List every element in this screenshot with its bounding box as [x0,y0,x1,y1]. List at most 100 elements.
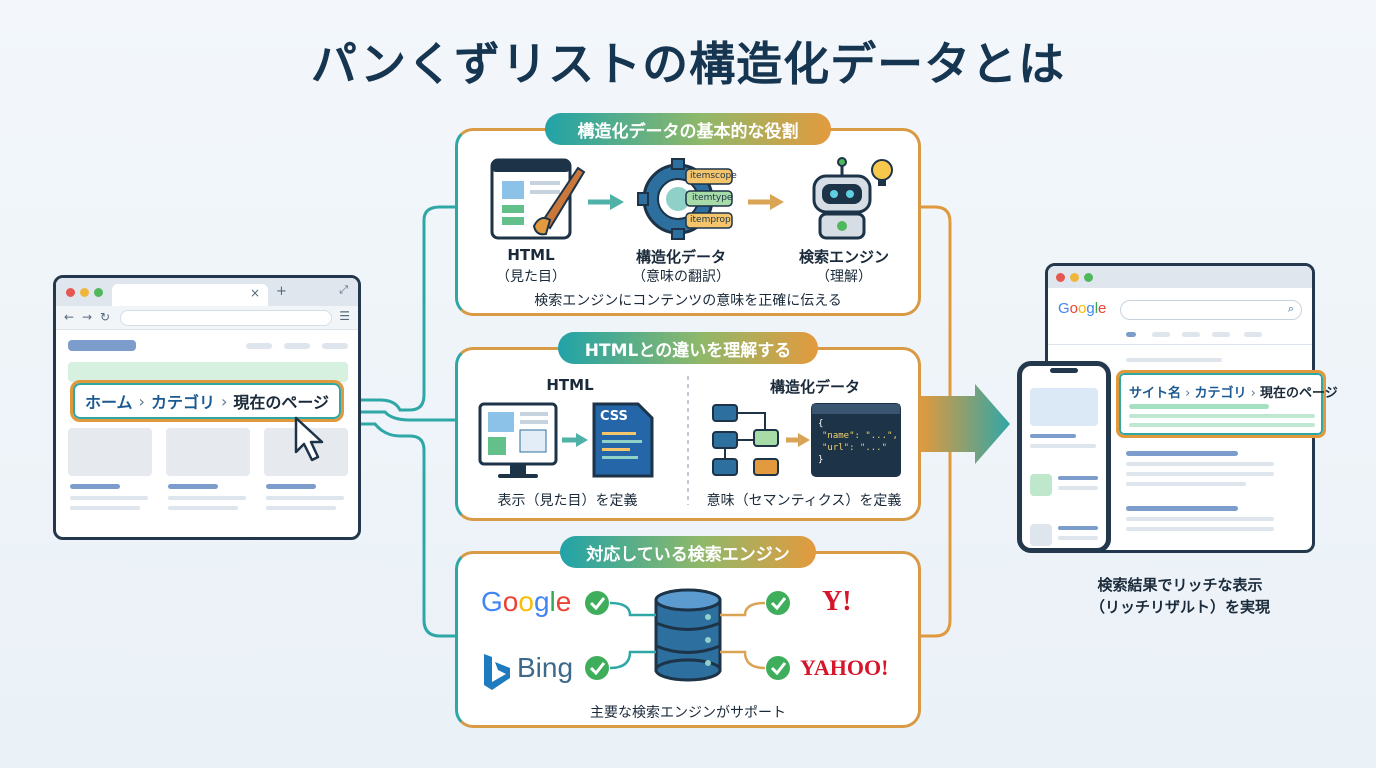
browser-tabbar: × + ⤢ [56,278,358,306]
breadcrumb-home[interactable]: ホーム [85,393,133,412]
engines-note: 主要な検索エンジンがサポート [590,705,786,721]
url-field[interactable] [120,310,332,326]
step-engine-label: 検索エンジン [798,248,889,266]
tab-bar [1152,332,1170,337]
smartphone [1017,361,1111,553]
browser-tab[interactable]: × [112,284,268,306]
yahoo-japan-logo: Y! [822,586,852,617]
result-titlebar [1048,266,1312,288]
breadcrumb-category[interactable]: カテゴリ [150,393,215,412]
robot-icon [812,157,872,240]
tab-bar [1182,332,1200,337]
card-text-2b [168,506,238,510]
result-text [1126,472,1274,476]
card-title-2 [168,484,218,489]
result-title [1126,506,1238,511]
caption-line-2: （リッチリザルト）を実現 [1089,598,1270,616]
tag-itemscope: itemscope [690,171,737,181]
result-text [1126,517,1274,521]
breadcrumb-separator: › [220,391,228,411]
card-text-3 [266,496,344,500]
card-text-1b [70,506,140,510]
html-page-icon [490,158,586,240]
right-arrow-icon [562,433,588,447]
role-heading: 構造化データの基本的な役割 [545,113,831,145]
step-html-sub: （見た目） [496,269,566,285]
close-dot-icon [1056,273,1065,282]
breadcrumb: ホーム › カテゴリ › 現在のページ [70,380,344,422]
close-dot-icon [66,288,75,297]
css-label: CSS [600,409,628,424]
rich-result-text [1129,414,1315,418]
menu-icon[interactable]: ☰ [339,309,350,323]
code-line: } [818,455,824,465]
css-file-icon [592,402,654,478]
forward-arrow-icon[interactable]: → [82,310,93,324]
rich-breadcrumb-category[interactable]: カテゴリ [1194,386,1247,401]
connector-to-engines [344,422,455,638]
new-tab-icon[interactable]: + [276,284,287,299]
phone-thumb [1030,524,1052,546]
close-tab-icon[interactable]: × [249,286,260,300]
nav-bar-3 [322,343,348,349]
connector-to-role [344,205,455,412]
rich-breadcrumb-site[interactable]: サイト名 [1129,386,1182,401]
phone-text [1058,536,1098,540]
reload-icon[interactable]: ↻ [100,310,111,324]
back-arrow-icon[interactable]: ← [64,310,75,324]
check-icon [766,656,790,680]
search-field[interactable]: ⌕ [1120,300,1302,320]
check-icon [585,656,609,680]
phone-title [1058,526,1098,530]
google-logo: Google [481,586,572,617]
card-title-1 [70,484,120,489]
phone-title [1058,476,1098,480]
rich-result-breadcrumb: サイト名 › カテゴリ › 現在のページ [1116,370,1338,438]
lightbulb-icon [871,159,893,186]
itemprop-tag [685,212,733,229]
structured-column-title: 構造化データ [769,378,860,396]
result-text [1126,462,1274,466]
bing-logo-icon [484,654,510,690]
hero-strip [68,362,348,382]
tab-bar [1244,332,1262,337]
page-logo-bar [68,340,136,351]
html-note: 表示（見た目）を定義 [497,493,638,509]
card-image-1 [68,428,152,476]
card-text-3b [266,506,336,510]
card-text-1 [70,496,148,500]
page-title: パンくずリストの構造化データとは [310,37,1066,91]
difference-heading: HTMLとの違いを理解する [558,332,818,364]
step-html-label: HTML [507,246,555,264]
address-bar-row: ← → ↻ ☰ [56,306,358,330]
code-line: "url": "..." [822,443,888,453]
divider [1048,344,1312,345]
phone-hero [1030,388,1098,426]
card-title-3 [266,484,316,489]
rich-breadcrumb-line: サイト名 › カテゴリ › 現在のページ [1129,382,1338,401]
structured-note: 意味（セマンティクス）を定義 [706,493,902,509]
step-structured-label: 構造化データ [635,248,726,266]
nav-bar-1 [246,343,272,349]
result-arrow [921,384,1010,464]
result-meta [1126,358,1222,362]
tab-bar [1212,332,1230,337]
caption-line-1: 検索結果でリッチな表示 [1097,576,1263,594]
phone-thumb [1030,474,1052,496]
right-arrow-icon [748,194,784,210]
nav-bar-2 [284,343,310,349]
phone-notch [1050,368,1078,373]
code-line: "name": "...", [822,431,898,441]
expand-icon[interactable]: ⤢ [339,283,348,296]
flowchart-icon [712,404,779,476]
minimize-dot-icon [80,288,89,297]
result-caption: 検索結果でリッチな表示 （リッチリザルト）を実現 [1060,574,1300,618]
search-icon[interactable]: ⌕ [1287,302,1294,315]
code-snippet: { "name": "...", "url": "..." } [818,418,898,466]
right-arrow-icon [588,194,624,210]
result-title [1126,451,1238,456]
result-text [1126,482,1246,486]
